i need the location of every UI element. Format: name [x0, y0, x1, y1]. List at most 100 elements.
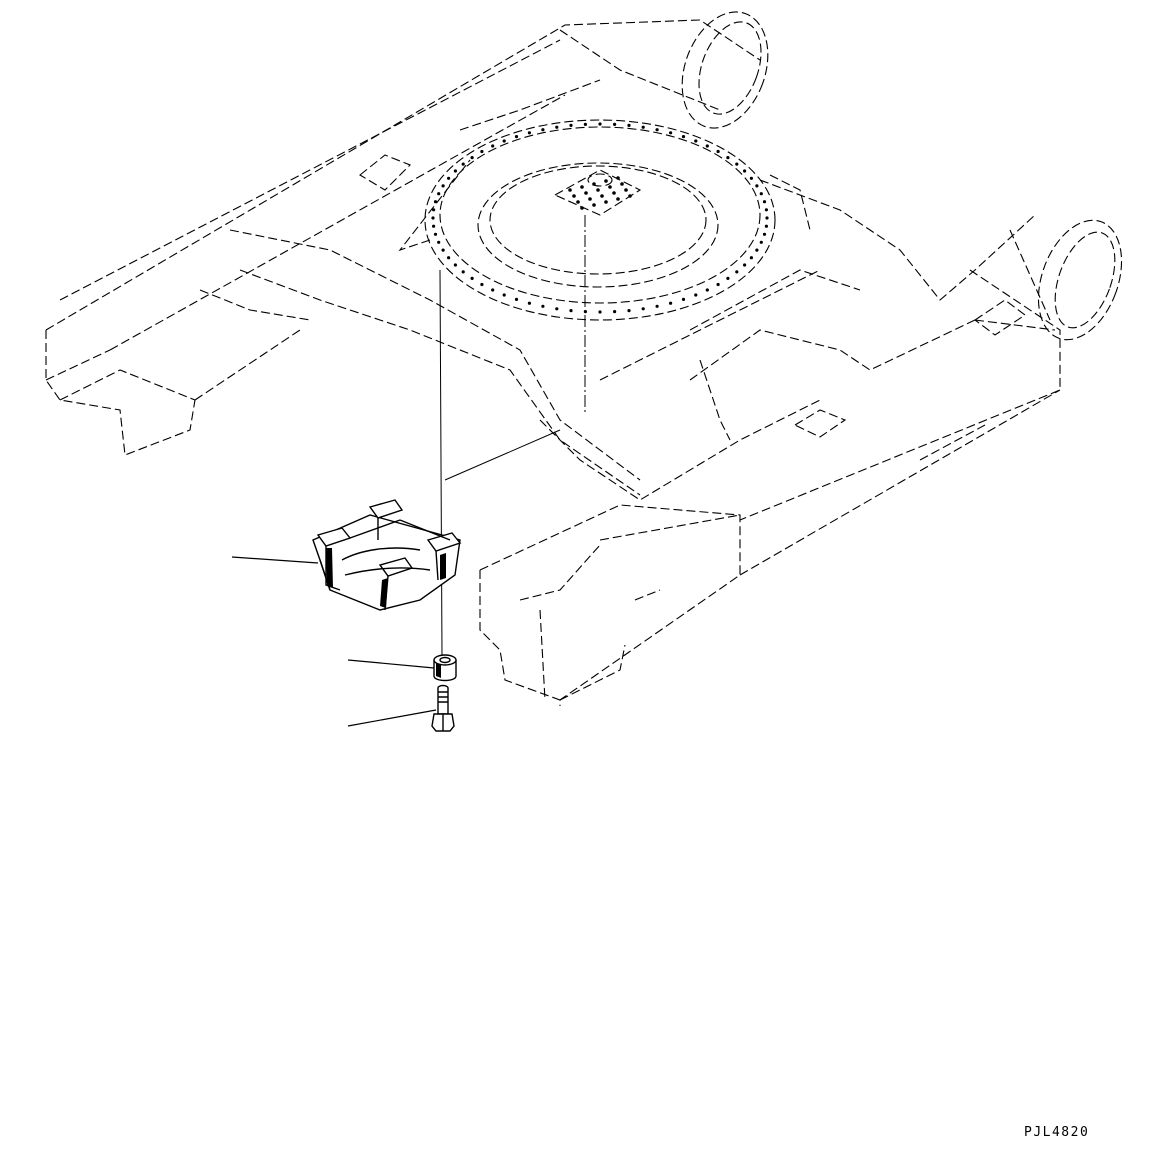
- bolt-hole: [681, 135, 686, 139]
- plate-hole: [584, 191, 588, 195]
- bolt-hole: [491, 144, 495, 148]
- plate-hole: [616, 197, 620, 201]
- bolt-hole: [627, 123, 631, 127]
- plate-hole: [576, 200, 580, 204]
- bolt-hole: [491, 288, 495, 292]
- bolt-hole: [502, 293, 506, 297]
- bolt: [431, 684, 455, 732]
- bolt-hole: [514, 135, 519, 139]
- bolt-hole: [447, 176, 451, 180]
- bolt-hole: [514, 297, 519, 301]
- bolt-hole: [447, 256, 451, 260]
- bolt-hole: [555, 125, 559, 129]
- swing-circle: [424, 119, 776, 321]
- plate-hole: [612, 191, 616, 195]
- bolt-hole: [480, 282, 484, 287]
- plate-hole: [572, 194, 576, 198]
- bolt-hole: [762, 232, 767, 236]
- bolt-hole: [759, 240, 763, 244]
- bolt-hole: [583, 122, 588, 126]
- bolt-hole: [765, 216, 769, 220]
- bolt-hole: [749, 256, 754, 260]
- plate-hole: [628, 194, 632, 198]
- swing-circle-bolt-holes: [431, 122, 769, 314]
- plate-hole: [580, 206, 584, 210]
- bolt-hole: [555, 307, 559, 311]
- plate-hole: [580, 185, 584, 189]
- bolt-hole: [453, 169, 457, 173]
- plate-hole: [604, 179, 608, 183]
- bolt-hole: [527, 301, 532, 305]
- bracket-assembly: [312, 499, 462, 611]
- bolt-hole: [627, 309, 631, 313]
- plate-hole: [616, 176, 620, 180]
- bolt-hole: [502, 139, 506, 143]
- bolt-hole: [541, 304, 545, 308]
- bolt-hole: [705, 144, 709, 148]
- bolt-hole: [441, 248, 445, 252]
- center-plate-holes: [568, 176, 632, 210]
- track-frame-phantom: [45, 19, 1061, 706]
- bolt-hole: [598, 310, 602, 314]
- plate-hole: [592, 182, 596, 186]
- bolt-hole: [726, 156, 730, 160]
- bolt-hole: [569, 309, 573, 313]
- bolt-hole: [694, 139, 698, 143]
- bolt-hole: [437, 240, 441, 244]
- bolt-hole: [655, 304, 659, 308]
- bolt-hole: [470, 156, 474, 160]
- plate-hole: [620, 182, 624, 186]
- bolt-hole: [716, 282, 720, 287]
- bolt-hole: [726, 276, 730, 280]
- bolt-hole: [613, 310, 617, 314]
- plate-hole: [608, 185, 612, 189]
- bolt-hole: [764, 224, 769, 228]
- spacer-collar: [433, 654, 457, 682]
- plate-hole: [600, 194, 604, 198]
- bolt-hole: [755, 248, 759, 252]
- bolt-hole: [694, 293, 698, 297]
- plate-hole: [604, 200, 608, 204]
- bolt-hole: [669, 131, 673, 135]
- bolt-hole: [735, 270, 739, 274]
- bolt-hole: [569, 123, 573, 127]
- bolt-hole: [441, 184, 445, 188]
- center-plate: [553, 169, 642, 216]
- bolt-hole: [433, 232, 438, 236]
- bolt-hole: [480, 149, 484, 154]
- bolt-hole: [431, 216, 435, 220]
- idler-ring-front: [1037, 219, 1123, 341]
- plate-hole: [588, 197, 592, 201]
- bolt-hole: [613, 122, 617, 126]
- bolt-hole: [705, 288, 709, 292]
- bolt-hole: [470, 276, 474, 280]
- bolt-hole: [432, 208, 436, 212]
- plate-hole: [596, 188, 600, 192]
- bolt-hole: [716, 149, 720, 154]
- bolt-hole: [655, 128, 659, 132]
- bolt-hole: [461, 270, 465, 274]
- bolt-hole: [461, 162, 465, 166]
- bolt-hole: [749, 176, 754, 180]
- bolt-hole: [681, 297, 686, 301]
- bolt-hole: [641, 307, 645, 311]
- plate-hole: [624, 188, 628, 192]
- plate-hole: [568, 188, 572, 192]
- bolt-hole: [541, 128, 545, 132]
- bolt-hole: [762, 200, 767, 204]
- bolt-hole: [759, 192, 763, 196]
- bolt-hole: [764, 208, 769, 212]
- bolt-hole: [743, 263, 747, 267]
- bolt-hole: [669, 301, 673, 305]
- plate-hole: [592, 203, 596, 207]
- bolt-hole: [432, 224, 436, 228]
- leader-lines: [231, 556, 437, 727]
- assembly-axis-line: [439, 215, 586, 656]
- bolt-hole: [453, 263, 457, 267]
- bolt-hole: [437, 192, 441, 196]
- bolt-hole: [527, 131, 532, 135]
- drawing-code: PJL4820: [1024, 1125, 1090, 1140]
- bolt-hole: [641, 125, 645, 129]
- bolt-hole: [743, 169, 747, 173]
